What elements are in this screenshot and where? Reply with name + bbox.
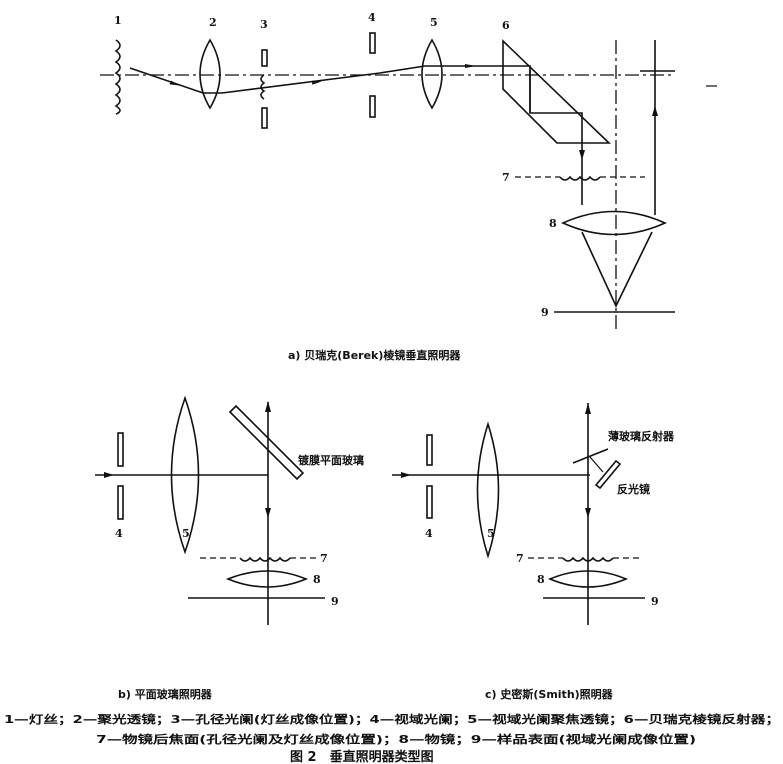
field-diaphragm-top	[369, 32, 376, 54]
label-5: 5	[182, 527, 190, 540]
ray-arrow	[169, 80, 180, 86]
label-4: 4	[425, 527, 433, 540]
label-9: 9	[541, 306, 549, 319]
label-1: 1	[114, 14, 122, 27]
filament	[114, 39, 121, 115]
objective-lens	[561, 210, 667, 236]
label-9: 9	[651, 595, 659, 608]
aperture-diaphragm-bottom	[261, 107, 268, 129]
illumination-cone	[581, 231, 653, 308]
prism-ray-path	[503, 65, 583, 205]
objective-lens	[225, 570, 309, 588]
ray-arrow-up	[585, 403, 591, 414]
label-7: 7	[502, 171, 510, 184]
figure-title: 图 2 垂直照明器类型图	[290, 749, 434, 764]
label-2: 2	[209, 16, 217, 29]
legend-line-2: 7—物镜后焦面(孔径光阑及灯丝成像位置)；8—物镜；9—样品表面(视域光阑成像位…	[96, 732, 696, 746]
ray-arrow-down	[579, 150, 585, 160]
objective-lens	[547, 570, 629, 588]
label-8: 8	[549, 217, 557, 230]
reflecting-mirror	[594, 459, 622, 490]
diagram-c-smith: 薄玻璃反射器 反光镜 4 5 7 8 9 c) 史密斯(Smith)照明器	[392, 403, 675, 701]
coated-glass-label: 镀膜平面玻璃	[298, 453, 364, 467]
filament-image	[559, 175, 601, 181]
field-focusing-lens	[421, 38, 443, 110]
ray-arrow	[465, 64, 476, 68]
coated-plane-glass	[228, 404, 305, 481]
filament-image	[260, 74, 266, 100]
label-8: 8	[313, 573, 321, 586]
ray-arrow	[401, 472, 411, 478]
condenser-lens	[199, 38, 221, 110]
legend-line-1: 1—灯丝；2—聚光透镜；3—孔径光阑(灯丝成像位置)；4—视域光阑；5—视域光阑…	[4, 712, 780, 726]
ray-arrow-down	[265, 508, 271, 518]
label-4: 4	[115, 527, 123, 540]
ray-arrow	[311, 80, 322, 85]
field-diaphragm-top	[117, 432, 124, 467]
reflected-ray	[589, 456, 604, 473]
caption-b: b) 平面玻璃照明器	[118, 687, 213, 701]
aperture-diaphragm-top	[261, 49, 268, 67]
caption-a: a) 贝瑞克(Berek)棱镜垂直照明器	[288, 348, 461, 362]
ray-arrow-up	[652, 106, 658, 116]
thin-glass-reflector-label: 薄玻璃反射器	[608, 429, 675, 443]
label-9: 9	[331, 595, 339, 608]
ray-arrow-down	[585, 508, 591, 518]
mirror-label: 反光镜	[617, 482, 650, 496]
focusing-lens	[170, 395, 200, 555]
label-3: 3	[260, 18, 268, 31]
field-diaphragm-bottom	[426, 485, 433, 519]
light-ray	[129, 65, 503, 94]
label-7: 7	[320, 552, 328, 565]
ray-arrow	[104, 472, 114, 478]
filament-image	[239, 556, 291, 562]
thin-glass-reflector	[572, 448, 609, 464]
diagram-a-berek-prism: 1 2 3 4 5 6 7 8 9 a) 贝瑞克(Berek)棱镜垂直照明器	[100, 11, 717, 362]
label-6: 6	[502, 19, 510, 32]
field-diaphragm-bottom	[117, 485, 124, 520]
berek-prism	[502, 39, 611, 144]
label-4: 4	[368, 11, 376, 24]
label-8: 8	[537, 573, 545, 586]
label-7: 7	[516, 552, 524, 565]
filament-image	[562, 556, 614, 562]
ray-arrow-up	[265, 401, 271, 412]
caption-c: c) 史密斯(Smith)照明器	[485, 687, 614, 701]
field-diaphragm-top	[426, 434, 433, 466]
label-5: 5	[430, 16, 438, 29]
diagram-b-plane-glass: 镀膜平面玻璃 4 5 7 8 9 b) 平面玻璃照明器	[95, 395, 364, 701]
field-diaphragm-bottom	[369, 95, 376, 118]
label-5: 5	[487, 527, 495, 540]
focusing-lens	[476, 421, 500, 559]
